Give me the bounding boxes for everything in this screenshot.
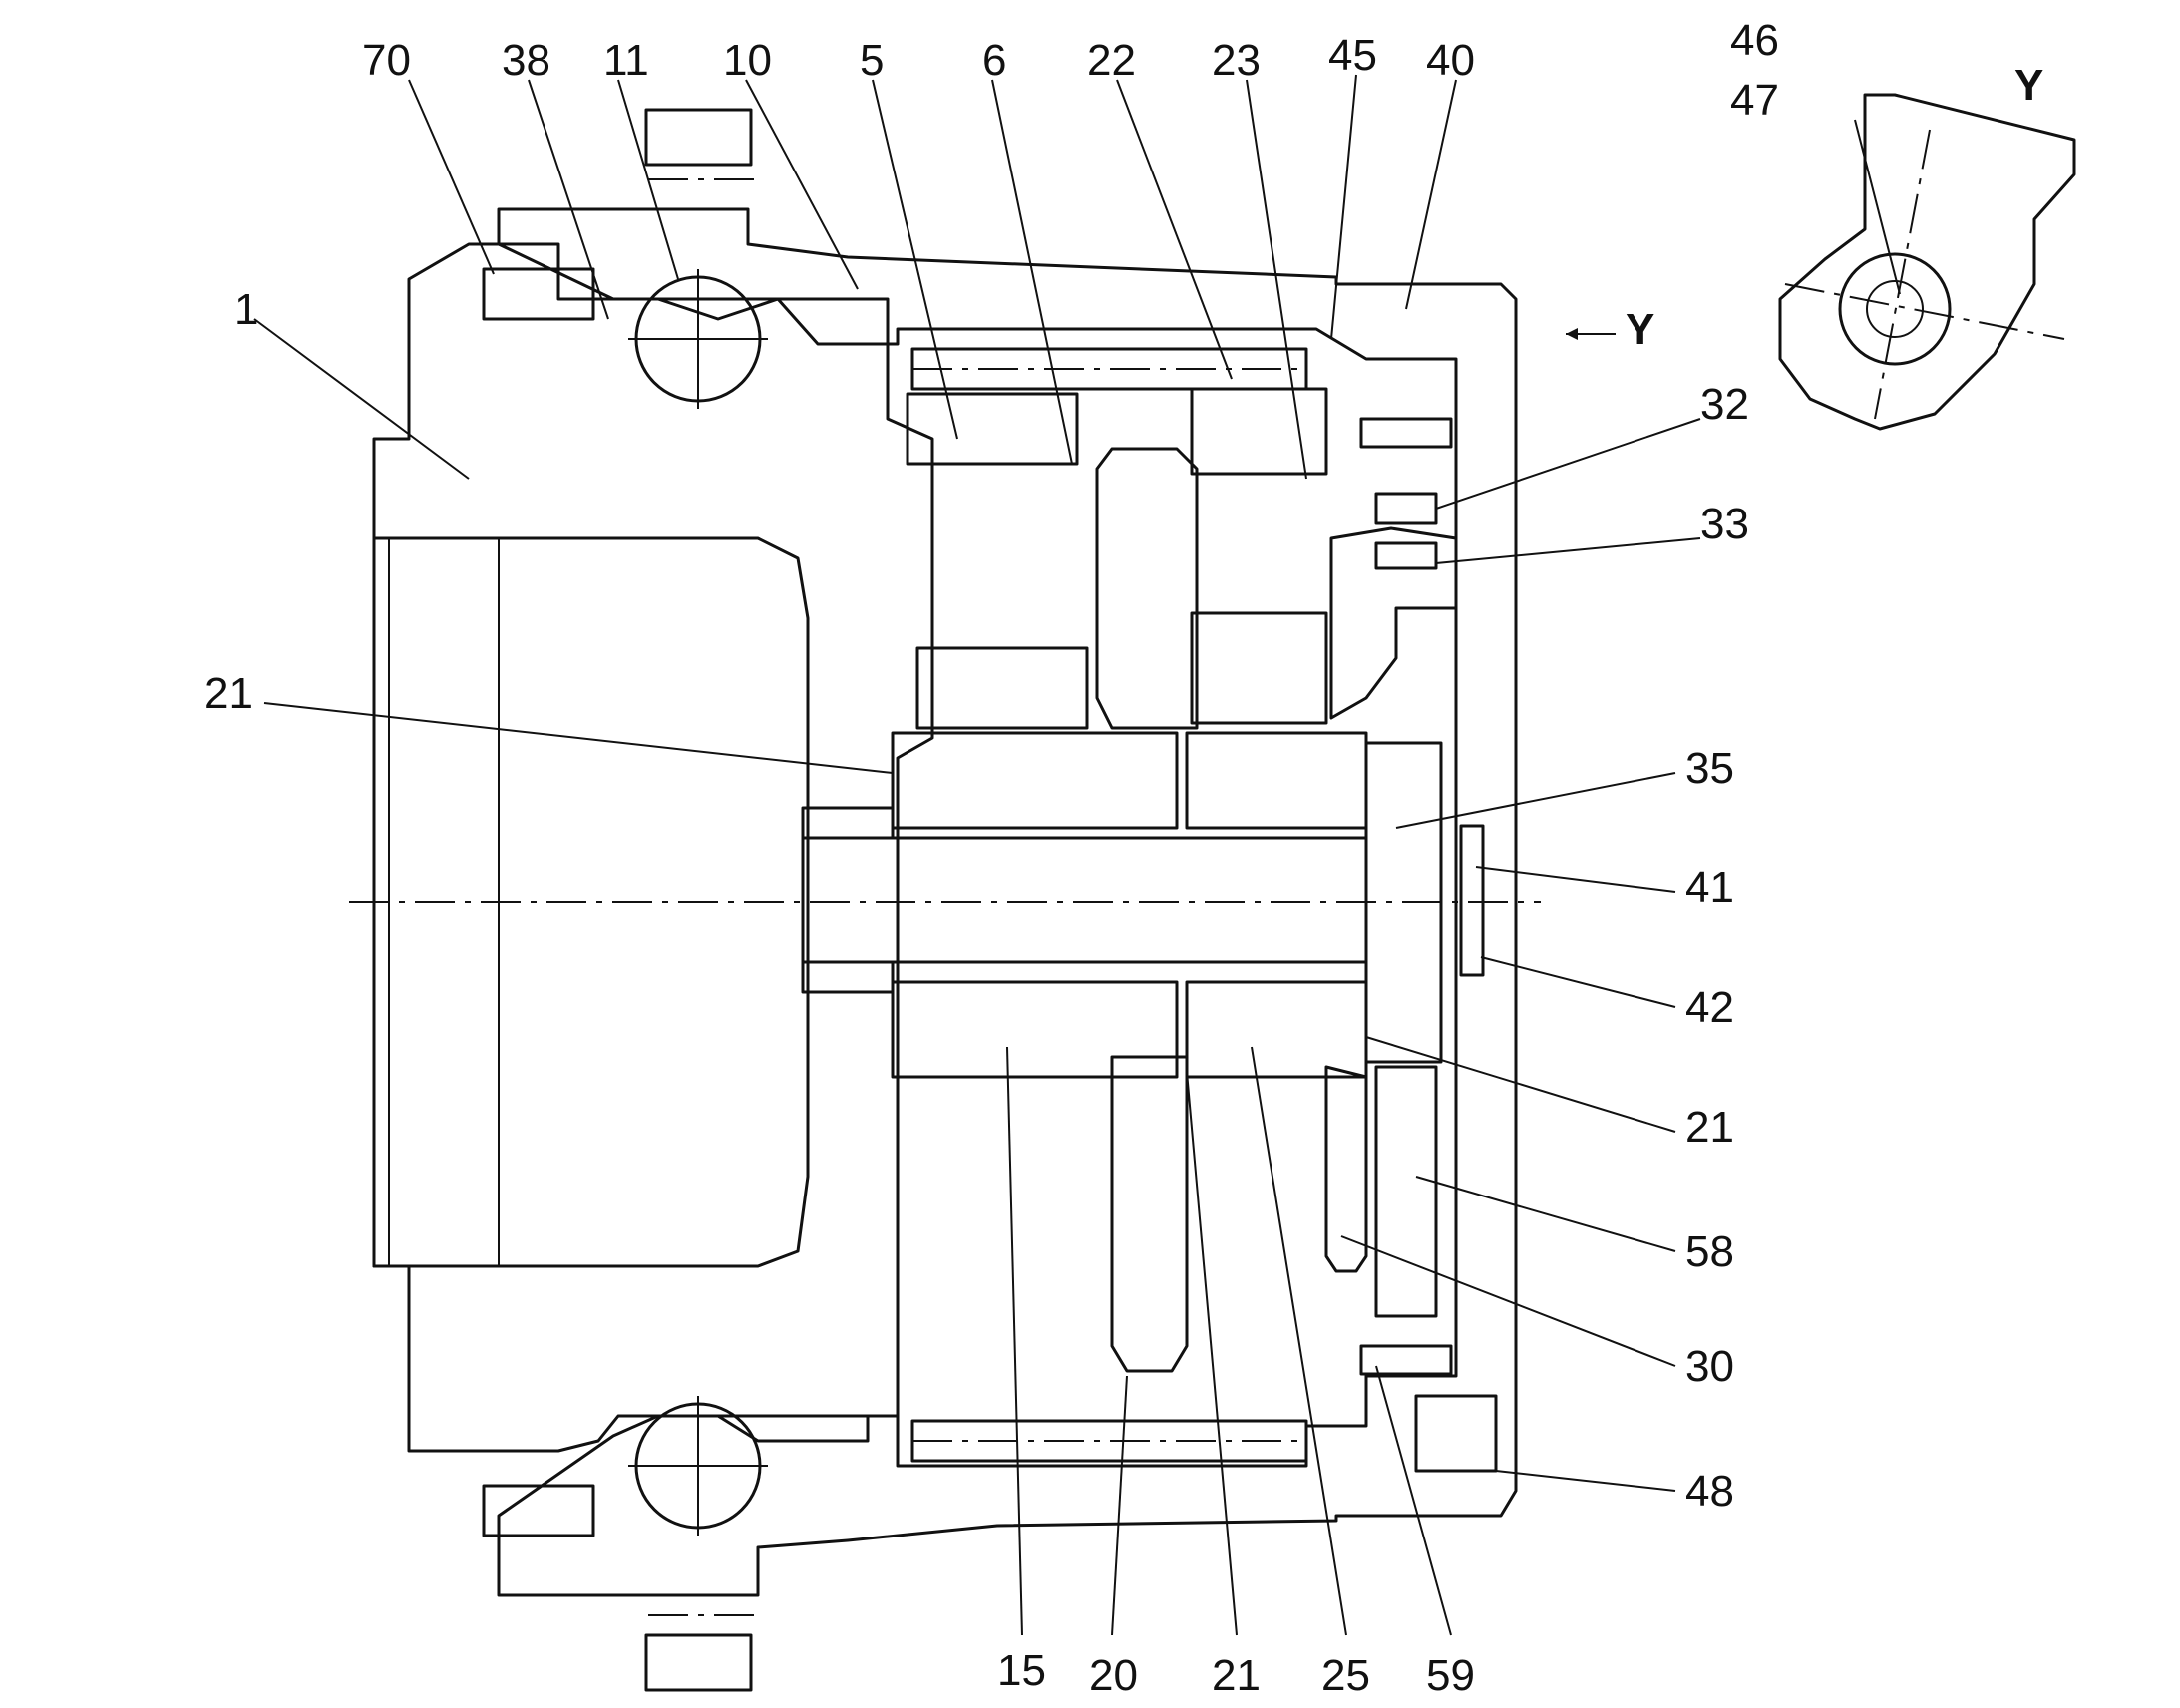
ref-label-38: 38 bbox=[502, 36, 550, 85]
ref-label-70: 70 bbox=[362, 36, 411, 85]
seal-upper bbox=[482, 267, 595, 321]
flange-bolt-top bbox=[644, 108, 753, 167]
brake-disk-30 bbox=[1329, 526, 1458, 720]
bearing-upper bbox=[628, 269, 768, 409]
ref-label-47: 47 bbox=[1730, 76, 1779, 125]
ref-label-40: 40 bbox=[1426, 36, 1475, 85]
cap-bolt-59-lower bbox=[1359, 1344, 1453, 1376]
ref-label-10: 10 bbox=[723, 36, 772, 85]
carrier-20-lower bbox=[1110, 1055, 1189, 1373]
planet-gear-15 bbox=[891, 392, 1179, 1079]
spring-33 bbox=[1374, 541, 1438, 570]
ref-label-20: 20 bbox=[1089, 1651, 1138, 1700]
seal-lower bbox=[482, 1484, 595, 1537]
ref-label-11: 11 bbox=[603, 36, 649, 85]
ref-label-45: 45 bbox=[1328, 31, 1377, 80]
planet-gear-25 bbox=[1185, 387, 1368, 1079]
ref-label-48: 48 bbox=[1685, 1467, 1734, 1516]
ref-label-21-bottom: 21 bbox=[1212, 1651, 1261, 1700]
spring-32 bbox=[1374, 492, 1438, 525]
cap-bolt-59-upper bbox=[1359, 417, 1453, 449]
plug-48 bbox=[1414, 1394, 1498, 1473]
ref-label-21-right: 21 bbox=[1685, 1103, 1734, 1152]
ref-label-1: 1 bbox=[234, 285, 258, 334]
flange-bolt-bottom bbox=[644, 1633, 753, 1692]
ref-label-6: 6 bbox=[982, 36, 1006, 85]
housing-part bbox=[497, 207, 1518, 1597]
ref-label-15: 15 bbox=[997, 1646, 1046, 1695]
brake-disk-30-lower bbox=[1324, 1065, 1368, 1273]
ref-label-59: 59 bbox=[1426, 1651, 1475, 1700]
ref-label-32: 32 bbox=[1700, 380, 1749, 429]
ref-label-41: 41 bbox=[1685, 863, 1734, 912]
ref-label-58: 58 bbox=[1685, 1227, 1734, 1276]
detail-view-y bbox=[1778, 93, 2076, 431]
ref-label-5: 5 bbox=[860, 36, 884, 85]
ref-label-35: 35 bbox=[1685, 744, 1734, 793]
ref-label-30: 30 bbox=[1685, 1342, 1734, 1391]
ref-label-22: 22 bbox=[1087, 36, 1136, 85]
ref-label-23: 23 bbox=[1212, 36, 1261, 85]
hub-part-1 bbox=[372, 242, 934, 1453]
ref-label-33: 33 bbox=[1700, 500, 1749, 548]
ref-label-46: 46 bbox=[1730, 16, 1779, 65]
carrier-20 bbox=[1095, 447, 1199, 730]
ref-label-y-detail: Y bbox=[2014, 61, 2043, 110]
ring-gear bbox=[910, 347, 1308, 1463]
seal-ring-41-42 bbox=[1459, 824, 1485, 977]
cover-plate-58 bbox=[1374, 1065, 1438, 1318]
bearing-lower bbox=[628, 1396, 768, 1536]
leader-lines bbox=[253, 74, 1901, 1636]
ref-label-42: 42 bbox=[1685, 983, 1734, 1032]
ref-label-21-left: 21 bbox=[204, 669, 253, 718]
ref-label-25: 25 bbox=[1321, 1651, 1370, 1700]
ref-label-y-arrow: Y bbox=[1626, 305, 1654, 354]
